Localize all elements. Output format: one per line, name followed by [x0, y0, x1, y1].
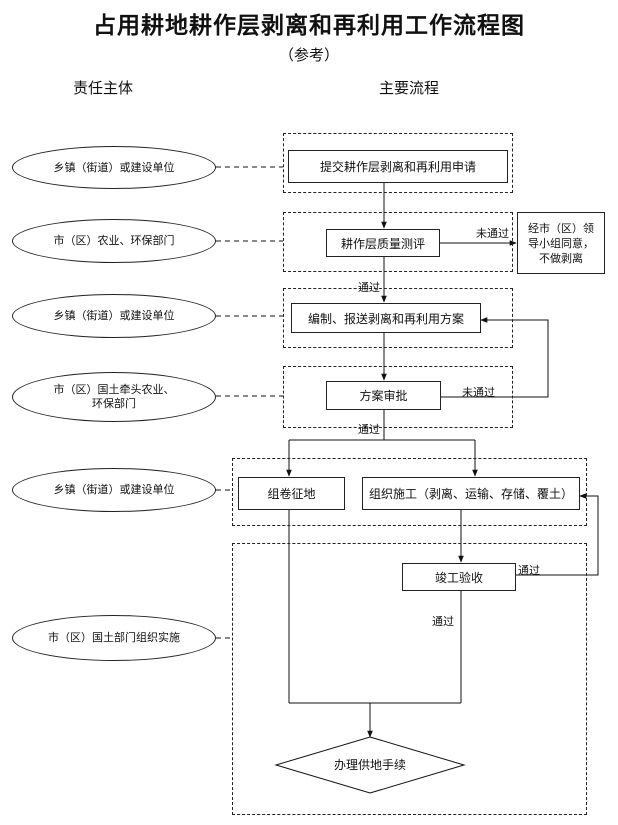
actor-ellipse-1: 乡镇（街道）或建设单位 [12, 146, 216, 189]
label-fail-evaluate: 未通过 [476, 227, 509, 240]
arrow-approve-fail-loop [441, 317, 549, 398]
step-label: 方案审批 [359, 389, 408, 403]
note-line: 经市（区）领 [528, 221, 594, 235]
group-frame-evaluate [283, 212, 513, 272]
group-frame-prepare [283, 288, 513, 348]
actor-label: 乡镇（街道）或建设单位 [53, 309, 175, 322]
arrow-accept-fail-loop [516, 493, 599, 576]
page-subtitle: （参考） [278, 46, 339, 64]
step-label: 组织施工（剥离、运输、存储、覆土） [368, 487, 573, 501]
actor-label: 市（区）农业、环保部门 [53, 234, 175, 247]
group-frame-execute [232, 458, 587, 526]
label-fail-approve: 未通过 [462, 386, 495, 399]
actor-ellipse-4: 市（区）国土牵头农业、环保部门 [12, 372, 216, 422]
actor-ellipse-2: 市（区）农业、环保部门 [12, 219, 216, 263]
step-label: 编制、报送剥离和再利用方案 [307, 311, 464, 326]
step-prepare-plan: 编制、报送剥离和再利用方案 [291, 303, 481, 333]
label-pass-accept: 通过 [432, 615, 454, 628]
group-frame-approve [283, 366, 513, 428]
note-line: 不做剥离 [539, 251, 583, 265]
note-no-stripping: 经市（区）领 导小组同意， 不做剥离 [517, 212, 605, 274]
step-completion-acceptance: 竣工验收 [402, 563, 516, 591]
step-label: 竣工验收 [434, 570, 483, 585]
label-pass-evaluate: 通过 [358, 281, 380, 294]
step-land-acquisition: 组卷征地 [238, 477, 345, 510]
actor-ellipse-5: 乡镇（街道）或建设单位 [12, 468, 216, 512]
step-label: 组卷征地 [267, 487, 316, 501]
actor-ellipse-6: 市（区）国土部门组织实施 [12, 615, 216, 661]
step-quality-evaluation: 耕作层质量测评 [326, 229, 440, 257]
column-header-responsible: 责任主体 [73, 79, 134, 97]
step-label: 提交耕作层剥离和再利用申请 [319, 160, 476, 174]
actor-label: 乡镇（街道）或建设单位 [53, 483, 175, 496]
note-line: 导小组同意， [528, 236, 594, 250]
column-header-process: 主要流程 [379, 79, 440, 97]
supply-diamond-shape [274, 736, 466, 794]
actor-ellipse-3: 乡镇（街道）或建设单位 [12, 294, 216, 338]
actor-label: 市（区）国土牵头农业、环保部门 [53, 383, 175, 410]
page-title: 占用耕地耕作层剥离和再利用工作流程图 [93, 12, 525, 39]
actor-label: 市（区）国土部门组织实施 [48, 631, 180, 644]
step-submit-application: 提交耕作层剥离和再利用申请 [288, 150, 508, 183]
step-label: 耕作层质量测评 [340, 236, 425, 251]
actor-label: 乡镇（街道）或建设单位 [53, 160, 175, 174]
label-pass-approve: 通过 [358, 423, 380, 436]
step-plan-approval: 方案审批 [326, 381, 441, 410]
step-organize-construction: 组织施工（剥离、运输、存储、覆土） [362, 477, 580, 510]
step-land-supply: 办理供地手续 [333, 758, 406, 772]
group-frame-implement [232, 543, 587, 815]
label-pass-accept-loop: 通过 [518, 564, 540, 577]
group-frame-submit [283, 133, 513, 193]
